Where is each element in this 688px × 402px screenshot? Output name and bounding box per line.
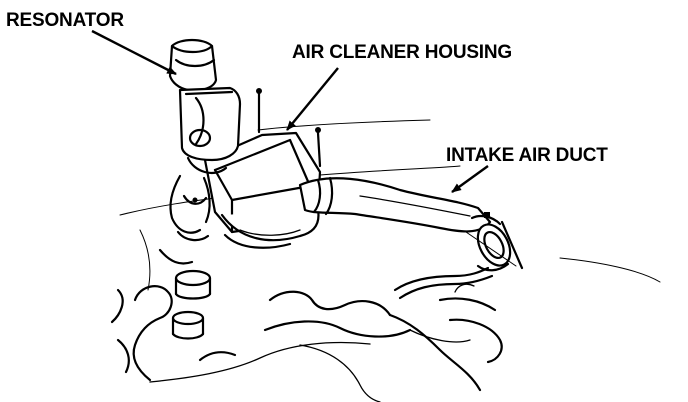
label-air-cleaner-housing: AIR CLEANER HOUSING (292, 42, 512, 63)
bolt-left (256, 88, 262, 132)
arrow-air-cleaner-housing (287, 68, 338, 130)
intake-air-duct (300, 178, 522, 271)
engine-block (112, 250, 502, 402)
arrow-intake-air-duct (452, 166, 488, 192)
label-intake-air-duct: INTAKE AIR DUCT (446, 145, 608, 166)
label-resonator: RESONATOR (6, 10, 124, 31)
plug-lower (173, 312, 203, 339)
bolt-right (315, 127, 321, 166)
arrow-resonator (92, 31, 176, 74)
plug-upper (176, 271, 210, 299)
